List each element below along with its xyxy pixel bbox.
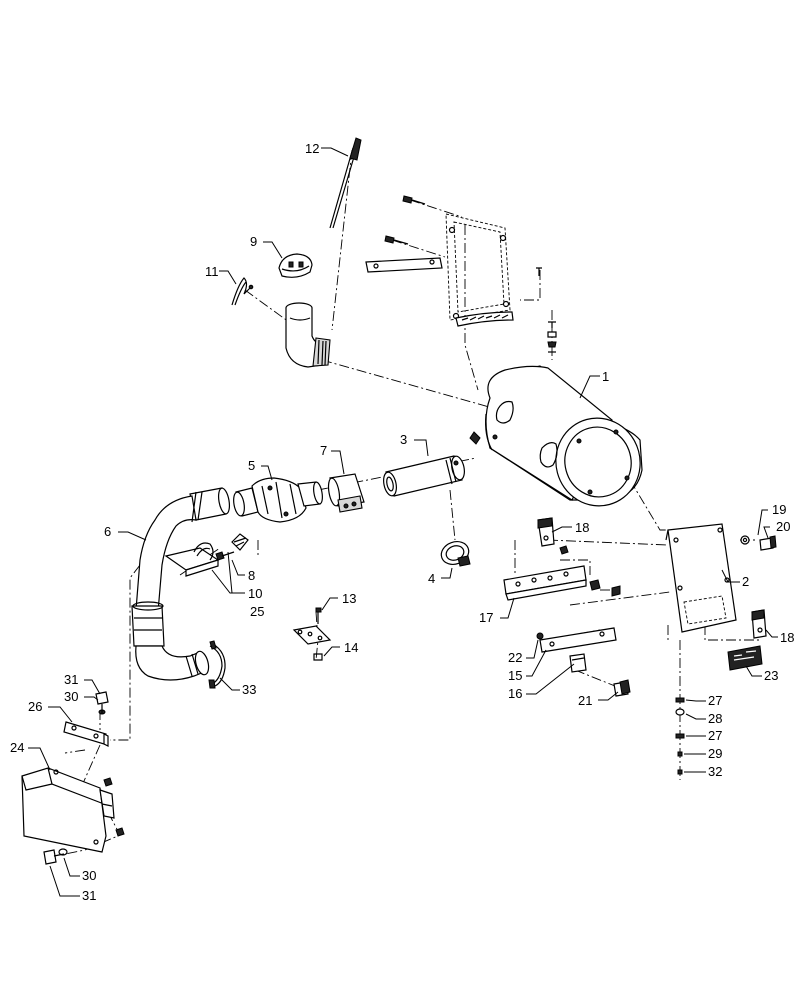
callout-19: 19	[772, 502, 786, 517]
part-10-clip	[231, 533, 249, 551]
callout-5: 5	[248, 458, 255, 473]
callout-26: 26	[28, 699, 42, 714]
part-3-inlet-tube	[383, 455, 465, 497]
part-4-hose-clamp	[440, 541, 471, 567]
callouts: 1 2 3 4 5 6 7 8 9 10 11 12 13 14 15 16 1…	[10, 141, 794, 903]
part-25-mount-bracket	[164, 542, 220, 577]
callout-28: 28	[708, 711, 722, 726]
callout-7: 7	[320, 443, 327, 458]
callout-17: 17	[479, 610, 493, 625]
callout-27-upper: 27	[708, 693, 722, 708]
callout-32: 32	[708, 764, 722, 779]
part-23-decal	[727, 645, 763, 671]
callout-18-upper: 18	[575, 520, 589, 535]
part-1-muffler	[469, 365, 643, 507]
callout-30-lower: 30	[82, 868, 96, 883]
upper-mounting-bracket	[365, 195, 557, 353]
part-14-nut	[313, 653, 323, 661]
callout-13: 13	[342, 591, 356, 606]
part-13-bolt	[315, 607, 322, 624]
callout-18-lower: 18	[780, 630, 794, 645]
part-9-rain-cap	[278, 253, 313, 278]
part-17-strap-bracket	[503, 545, 621, 601]
part-12-rod	[329, 137, 362, 229]
callout-30-upper: 30	[64, 689, 78, 704]
callout-11: 11	[205, 264, 219, 279]
part-31-bolt-upper	[95, 691, 109, 714]
callout-22: 22	[508, 650, 522, 665]
callout-33: 33	[242, 682, 256, 697]
part-2-heat-shield	[665, 523, 737, 633]
part-16-spacer	[569, 653, 587, 673]
fastener-stack	[675, 697, 685, 775]
assembly-centerlines	[59, 149, 760, 856]
callout-9: 9	[250, 234, 257, 249]
callout-10: 10	[248, 586, 262, 601]
callout-12: 12	[305, 141, 319, 156]
callout-29: 29	[708, 746, 722, 761]
part-30-washer-lower	[58, 848, 68, 856]
callout-31-lower: 31	[82, 888, 96, 903]
part-13-14-bracket	[292, 625, 332, 645]
callout-24: 24	[10, 740, 24, 755]
part-33-clamp	[208, 640, 226, 689]
callout-25: 25	[250, 604, 264, 619]
callout-31-upper: 31	[64, 672, 78, 687]
callout-2: 2	[742, 574, 749, 589]
callout-16: 16	[508, 686, 522, 701]
part-8-bolt	[215, 551, 235, 561]
part-26-bracket	[63, 721, 109, 747]
callout-23: 23	[764, 668, 778, 683]
part-18-clip-lower	[751, 609, 767, 639]
callout-15: 15	[508, 668, 522, 683]
part-5-flex-connector	[233, 477, 323, 523]
exhaust-stack-elbow	[285, 302, 331, 368]
callout-20: 20	[776, 519, 790, 534]
part-24-cover	[21, 767, 125, 853]
part-31-bolt-lower	[43, 849, 65, 865]
part-11-spring-clip	[231, 277, 254, 306]
part-6-exhaust-pipe	[131, 487, 231, 681]
part-22-nut	[536, 632, 544, 640]
callout-4: 4	[428, 571, 435, 586]
part-19-nut	[740, 535, 750, 545]
callout-27-lower: 27	[708, 728, 722, 743]
part-7-band-clamp	[327, 473, 365, 513]
part-20-bolt	[759, 535, 777, 551]
callout-8: 8	[248, 568, 255, 583]
part-15-strap	[539, 627, 617, 653]
leader-lines	[28, 147, 778, 897]
callout-3: 3	[400, 432, 407, 447]
part-18-clip-upper	[537, 517, 555, 547]
callout-21: 21	[578, 693, 592, 708]
callout-14: 14	[344, 640, 358, 655]
callout-1: 1	[602, 369, 609, 384]
callout-6: 6	[104, 524, 111, 539]
